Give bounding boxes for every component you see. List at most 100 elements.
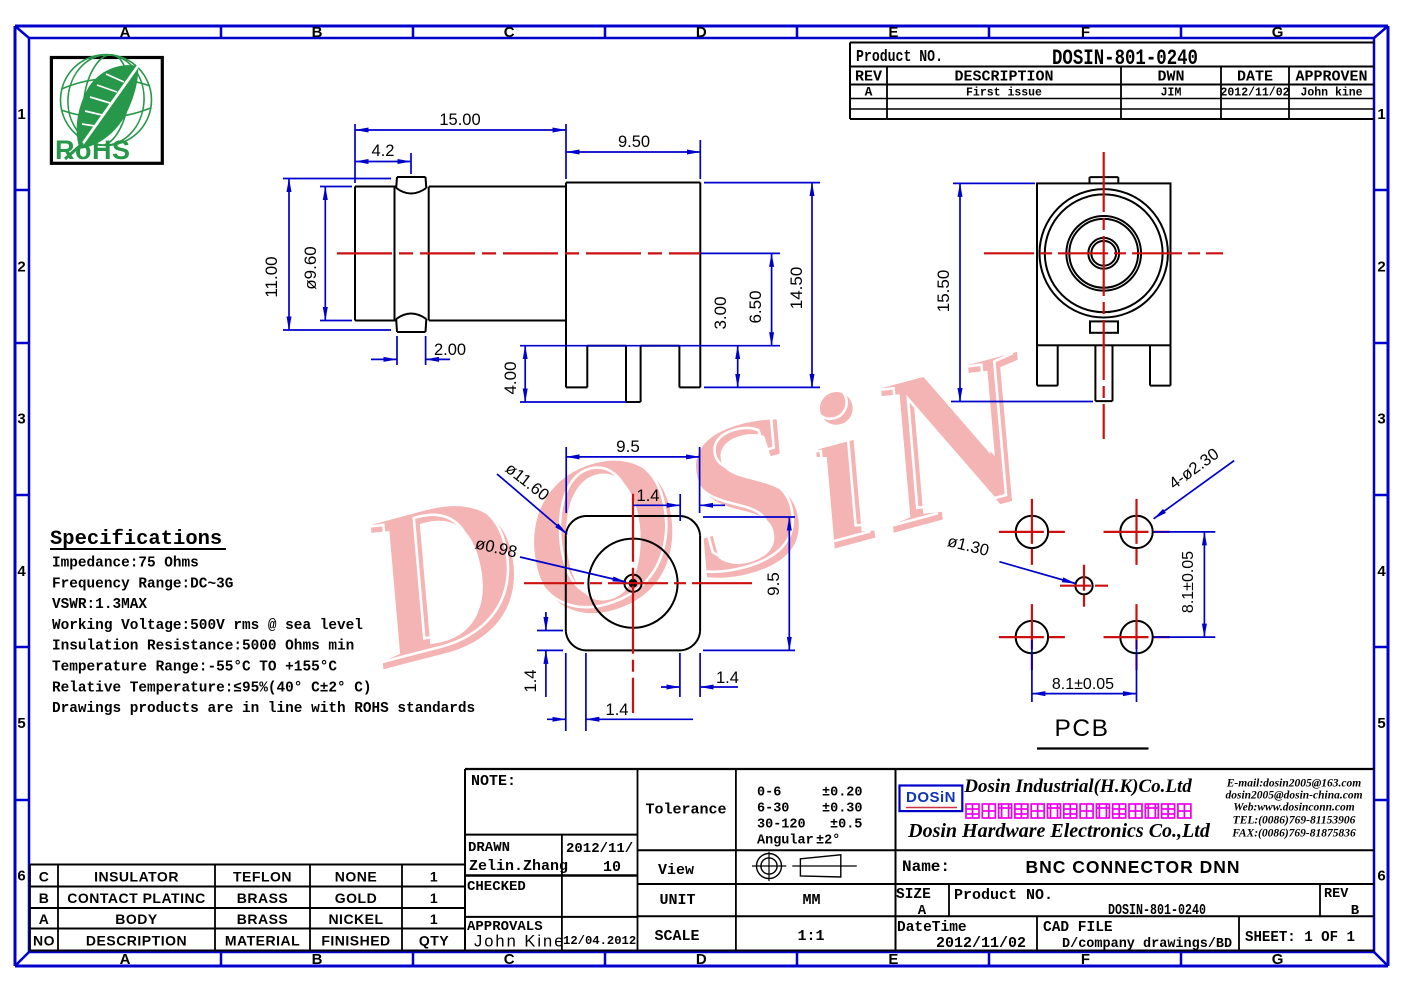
svg-text:CAD FILE: CAD FILE: [1043, 920, 1113, 936]
svg-text:GOLD: GOLD: [335, 890, 377, 906]
svg-text:A: A: [120, 24, 131, 41]
svg-text:2: 2: [17, 258, 25, 275]
svg-text:CHECKED: CHECKED: [467, 879, 526, 895]
svg-text:3: 3: [17, 411, 25, 428]
svg-text:CONTACT PLATINC: CONTACT PLATINC: [67, 890, 205, 906]
svg-text:3: 3: [1377, 411, 1385, 428]
svg-text:A: A: [39, 911, 50, 927]
svg-text:4.2: 4.2: [372, 142, 395, 160]
svg-text:2012/11/02: 2012/11/02: [936, 935, 1026, 952]
svg-text:ø9.60: ø9.60: [301, 246, 320, 289]
svg-text:DESCRIPTION: DESCRIPTION: [86, 933, 187, 949]
svg-text:3.00: 3.00: [711, 296, 730, 329]
svg-text:VSWR:1.3MAX: VSWR:1.3MAX: [52, 597, 147, 613]
svg-text:A: A: [918, 903, 927, 919]
svg-text:1: 1: [430, 890, 438, 906]
svg-text:B: B: [39, 890, 50, 906]
svg-text:APPROVEN: APPROVEN: [1295, 69, 1367, 86]
svg-text:NOTE:: NOTE:: [471, 773, 516, 790]
svg-text:D: D: [696, 951, 707, 968]
svg-text:6: 6: [1377, 868, 1385, 885]
svg-text:2012/11/: 2012/11/: [566, 841, 633, 857]
svg-text:1: 1: [430, 869, 438, 885]
svg-text:12/04.2012: 12/04.2012: [563, 934, 636, 948]
svg-text:DESCRIPTION: DESCRIPTION: [954, 69, 1053, 86]
svg-text:1.4: 1.4: [522, 670, 540, 693]
svg-text:±0.5: ±0.5: [830, 818, 862, 833]
svg-text:John Kine: John Kine: [474, 933, 565, 951]
svg-text:DRAWN: DRAWN: [468, 840, 510, 856]
svg-text:4: 4: [1377, 563, 1386, 580]
svg-text:INSULATOR: INSULATOR: [94, 869, 179, 885]
svg-text:APPROVALS: APPROVALS: [467, 919, 543, 935]
svg-text:SHEET: 1 OF 1: SHEET: 1 OF 1: [1245, 929, 1355, 946]
svg-text:C: C: [504, 951, 515, 968]
svg-text:1.4: 1.4: [606, 701, 629, 719]
svg-text:4: 4: [17, 563, 26, 580]
svg-text:View: View: [658, 862, 694, 879]
svg-text:F: F: [1081, 951, 1090, 968]
svg-text:1:1: 1:1: [797, 928, 824, 945]
svg-text:John kine: John kine: [1300, 87, 1362, 100]
svg-text:Insulation Resistance:5000 Ohm: Insulation Resistance:5000 Ohms min: [52, 639, 354, 655]
svg-text:Relative Temperature:≤95%(40°: Relative Temperature:≤95%(40° C±2° C): [52, 680, 372, 696]
svg-text:1.4: 1.4: [716, 669, 739, 687]
svg-text:2.00: 2.00: [434, 341, 466, 359]
svg-text:±2°: ±2°: [816, 834, 840, 849]
svg-text:SCALE: SCALE: [654, 928, 699, 945]
svg-text:Specifications: Specifications: [50, 528, 222, 551]
svg-text:B: B: [1351, 903, 1360, 919]
svg-text:0-6: 0-6: [757, 786, 781, 801]
svg-text:NO: NO: [33, 933, 55, 949]
svg-text:DWN: DWN: [1157, 69, 1184, 86]
svg-text:NONE: NONE: [335, 869, 377, 885]
svg-text:FINISHED: FINISHED: [321, 933, 390, 949]
svg-text:DOSIN-801-0240: DOSIN-801-0240: [1108, 902, 1206, 919]
svg-text:6-30: 6-30: [757, 802, 789, 817]
svg-text:14.50: 14.50: [787, 267, 806, 310]
svg-text:Tolerance: Tolerance: [645, 802, 726, 819]
svg-text:Working Voltage:500V rms @ sea: Working Voltage:500V rms @ sea level: [52, 618, 363, 634]
svg-text:5: 5: [1377, 715, 1385, 732]
svg-text:Dosin Industrial(H.K)Co.Ltd: Dosin Industrial(H.K)Co.Ltd: [963, 776, 1192, 797]
svg-text:dosin2005@dosin-china.com: dosin2005@dosin-china.com: [1225, 790, 1362, 802]
svg-text:G: G: [1272, 24, 1284, 41]
svg-text:D/company drawings/BD: D/company drawings/BD: [1062, 937, 1232, 952]
svg-text:1: 1: [430, 911, 438, 927]
svg-text:JIM: JIM: [1161, 87, 1182, 100]
svg-text:NICKEL: NICKEL: [328, 911, 383, 927]
svg-text:RoHS: RoHS: [55, 135, 131, 165]
svg-text:±0.20: ±0.20: [822, 786, 863, 801]
svg-text:DOSIN-801-0240: DOSIN-801-0240: [1052, 46, 1198, 71]
svg-text:REV: REV: [855, 69, 882, 86]
svg-text:QTY: QTY: [419, 933, 449, 949]
svg-text:30-120: 30-120: [757, 818, 806, 833]
svg-text:1.4: 1.4: [637, 487, 660, 505]
svg-text:PCB: PCB: [1055, 715, 1110, 742]
svg-text:BRASS: BRASS: [237, 890, 289, 906]
svg-text:BODY: BODY: [115, 911, 158, 927]
svg-text:A: A: [865, 85, 873, 100]
svg-text:Web:www.dosinconn.com: Web:www.dosinconn.com: [1233, 802, 1354, 814]
svg-text:Zelin.Zhang: Zelin.Zhang: [469, 858, 568, 875]
svg-text:C: C: [504, 24, 515, 41]
svg-text:15.00: 15.00: [439, 111, 480, 129]
svg-text:SIZE: SIZE: [896, 887, 931, 903]
svg-text:5: 5: [17, 715, 25, 732]
svg-text:Product NO.: Product NO.: [856, 48, 943, 67]
svg-text:2: 2: [1377, 258, 1385, 275]
svg-text:MM: MM: [802, 892, 820, 909]
svg-text:TEL:(0086)769-81153906: TEL:(0086)769-81153906: [1233, 815, 1356, 827]
svg-text:C: C: [39, 869, 50, 885]
svg-text:15.50: 15.50: [934, 270, 953, 313]
svg-text:Drawings products are in line: Drawings products are in line with ROHS …: [52, 701, 475, 717]
svg-text:Product NO.: Product NO.: [954, 887, 1053, 904]
svg-text:E-mail:dosin2005@163.com: E-mail:dosin2005@163.com: [1226, 778, 1362, 790]
svg-text:4.00: 4.00: [501, 361, 520, 394]
svg-text:E: E: [888, 951, 898, 968]
svg-text:DateTime: DateTime: [897, 920, 967, 936]
svg-text:Angular: Angular: [757, 834, 814, 849]
svg-text:FAX:(0086)769-81875836: FAX:(0086)769-81875836: [1231, 828, 1356, 840]
svg-text:6.50: 6.50: [746, 290, 765, 323]
svg-text:BRASS: BRASS: [237, 911, 289, 927]
